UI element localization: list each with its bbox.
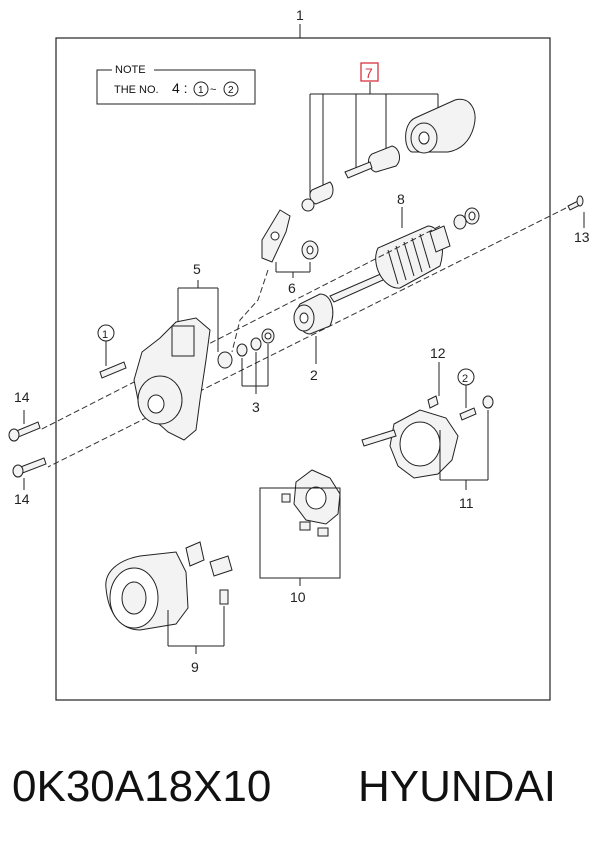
callout-10-label: 10	[290, 589, 306, 605]
armature	[329, 207, 480, 303]
pinion-gear	[293, 293, 334, 335]
yoke-field-coil	[105, 541, 233, 631]
note-title: NOTE	[115, 64, 146, 76]
callout-9-label: 9	[191, 659, 199, 675]
bolt-14-upper	[8, 421, 41, 442]
lever-path-dashed	[231, 269, 269, 353]
callout-7-label: 7	[365, 65, 373, 81]
callout-5-label: 5	[193, 261, 201, 277]
callout-12-label: 12	[430, 345, 446, 361]
bolt-axis-dashed-line-upper	[39, 225, 441, 431]
callout-9-leaders	[167, 606, 225, 654]
caption-bar: 0K30A18X10 HYUNDAI	[0, 752, 600, 822]
bolt-axis-dashed-line-lower	[47, 207, 567, 468]
callout-1-label: 1	[296, 7, 304, 23]
callout-2-label: 2	[310, 367, 318, 383]
brush-holder	[281, 469, 341, 537]
note-tilde: ~	[210, 84, 216, 96]
note-text-value: 4 :	[172, 80, 188, 96]
note-text-prefix: THE NO.	[114, 84, 159, 96]
screw-1	[99, 361, 127, 379]
part-number: 0K30A18X10	[12, 762, 272, 811]
circled-2-label: 2	[462, 373, 468, 385]
callout-13-label: 13	[574, 229, 590, 245]
note-circle-a	[193, 81, 209, 97]
diagram-frame	[55, 37, 551, 701]
callout-14b-label: 14	[14, 491, 30, 507]
front-housing	[133, 317, 233, 441]
callout-7-highlight-box	[360, 62, 379, 82]
callout-8-label: 8	[397, 191, 405, 207]
bolt-14-lower	[12, 457, 47, 478]
callout-7-leaders	[309, 82, 439, 195]
callout-5-leaders	[177, 280, 219, 352]
callout-11-label: 11	[459, 495, 474, 511]
callout-3-label: 3	[252, 399, 260, 415]
solenoid-assembly	[301, 98, 476, 212]
callout-6-label: 6	[288, 280, 296, 296]
shift-lever	[261, 209, 319, 263]
callout-6-leaders	[275, 262, 311, 278]
note-circle-a-label: 1	[198, 85, 204, 96]
brand-name: HYUNDAI	[358, 762, 557, 811]
note-box: NOTE THE NO. 4 : 1 ~ 2	[96, 63, 256, 105]
note-circle-b	[223, 81, 239, 97]
washers-3	[236, 328, 275, 357]
circled-1-label: 1	[102, 329, 108, 341]
callout-3-leaders	[241, 344, 269, 394]
rear-cover	[361, 395, 494, 479]
callout-14a-label: 14	[14, 389, 30, 405]
note-circle-b-label: 2	[228, 85, 234, 96]
callout-11-leaders	[439, 410, 489, 490]
through-bolt-13	[567, 195, 584, 211]
